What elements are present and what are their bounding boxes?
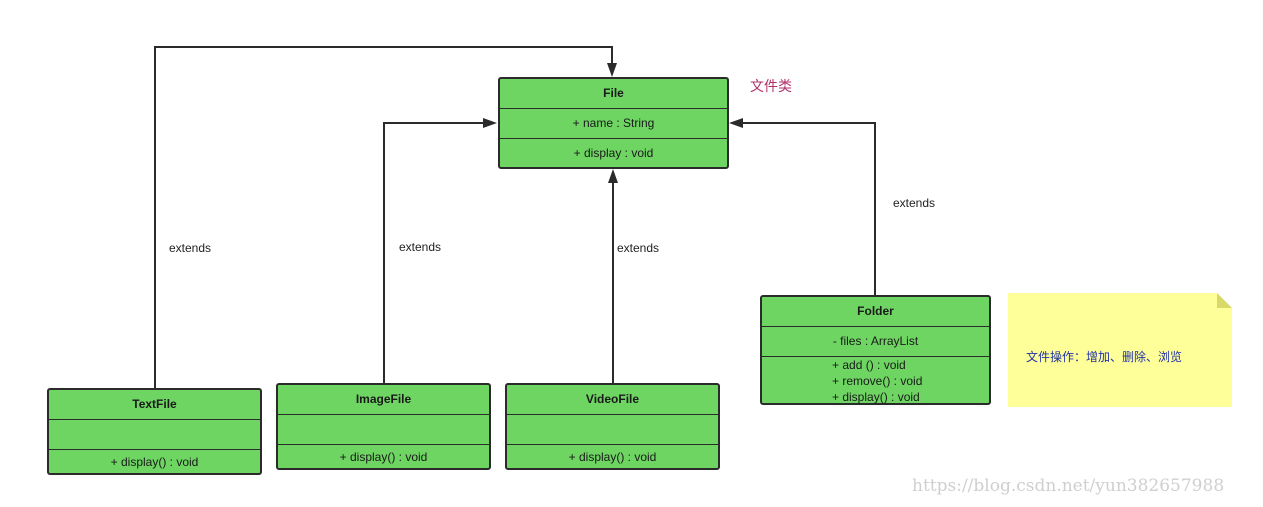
folder-extends-label: extends xyxy=(893,196,936,210)
class-folder-method: + remove() : void xyxy=(832,374,923,388)
class-imagefile-methods: + display() : void xyxy=(278,444,489,468)
class-folder[interactable]: Folder - files : ArrayList + add () : vo… xyxy=(760,295,991,405)
watermark: https://blog.csdn.net/yun382657988 xyxy=(912,476,1225,496)
class-textfile[interactable]: TextFile + display() : void xyxy=(47,388,262,475)
class-textfile-name: TextFile xyxy=(132,397,177,411)
class-imagefile-method: + display() : void xyxy=(339,450,428,464)
class-folder-methods: + add () : void + remove() : void + disp… xyxy=(762,356,989,404)
videofile-arrowhead xyxy=(608,169,618,183)
class-file-name: File xyxy=(603,86,624,100)
class-file[interactable]: File + name : String + display : void xyxy=(498,77,729,169)
textfile-arrowhead xyxy=(607,63,617,77)
class-imagefile-attributes xyxy=(278,414,489,445)
note-shape xyxy=(1008,293,1232,407)
class-folder-name: Folder xyxy=(857,304,894,318)
imagefile-extends-line xyxy=(383,122,488,383)
class-videofile[interactable]: VideoFile + display() : void xyxy=(505,383,720,470)
class-textfile-attributes xyxy=(49,419,260,450)
note-fold xyxy=(1217,293,1232,308)
class-folder-attribute: - files : ArrayList xyxy=(832,334,919,348)
imagefile-extends-label: extends xyxy=(399,240,442,254)
class-textfile-methods: + display() : void xyxy=(49,449,260,473)
note-text: 文件操作：增加、删除、浏览 xyxy=(1026,350,1183,364)
class-imagefile[interactable]: ImageFile + display() : void xyxy=(276,383,491,470)
class-textfile-method: + display() : void xyxy=(110,455,199,469)
class-file-attributes: + name : String xyxy=(500,108,727,139)
class-videofile-name: VideoFile xyxy=(585,392,640,406)
class-videofile-methods: + display() : void xyxy=(507,444,718,468)
textfile-extends-line xyxy=(154,46,613,388)
class-videofile-attributes xyxy=(507,414,718,445)
class-file-method: + display : void xyxy=(573,146,654,160)
class-file-methods: + display : void xyxy=(500,138,727,167)
class-folder-method: + display() : void xyxy=(832,390,920,404)
folder-extends-line xyxy=(740,122,876,295)
class-imagefile-name: ImageFile xyxy=(355,392,412,406)
file-class-title-label: 文件类 xyxy=(750,78,792,94)
class-folder-method: + add () : void xyxy=(832,358,906,372)
class-folder-attributes: - files : ArrayList xyxy=(762,326,989,357)
imagefile-arrowhead xyxy=(483,118,497,128)
textfile-extends-label: extends xyxy=(169,241,212,255)
class-videofile-method: + display() : void xyxy=(568,450,657,464)
folder-arrowhead xyxy=(729,118,743,128)
class-file-attribute: + name : String xyxy=(572,116,655,130)
videofile-extends-label: extends xyxy=(617,241,660,255)
